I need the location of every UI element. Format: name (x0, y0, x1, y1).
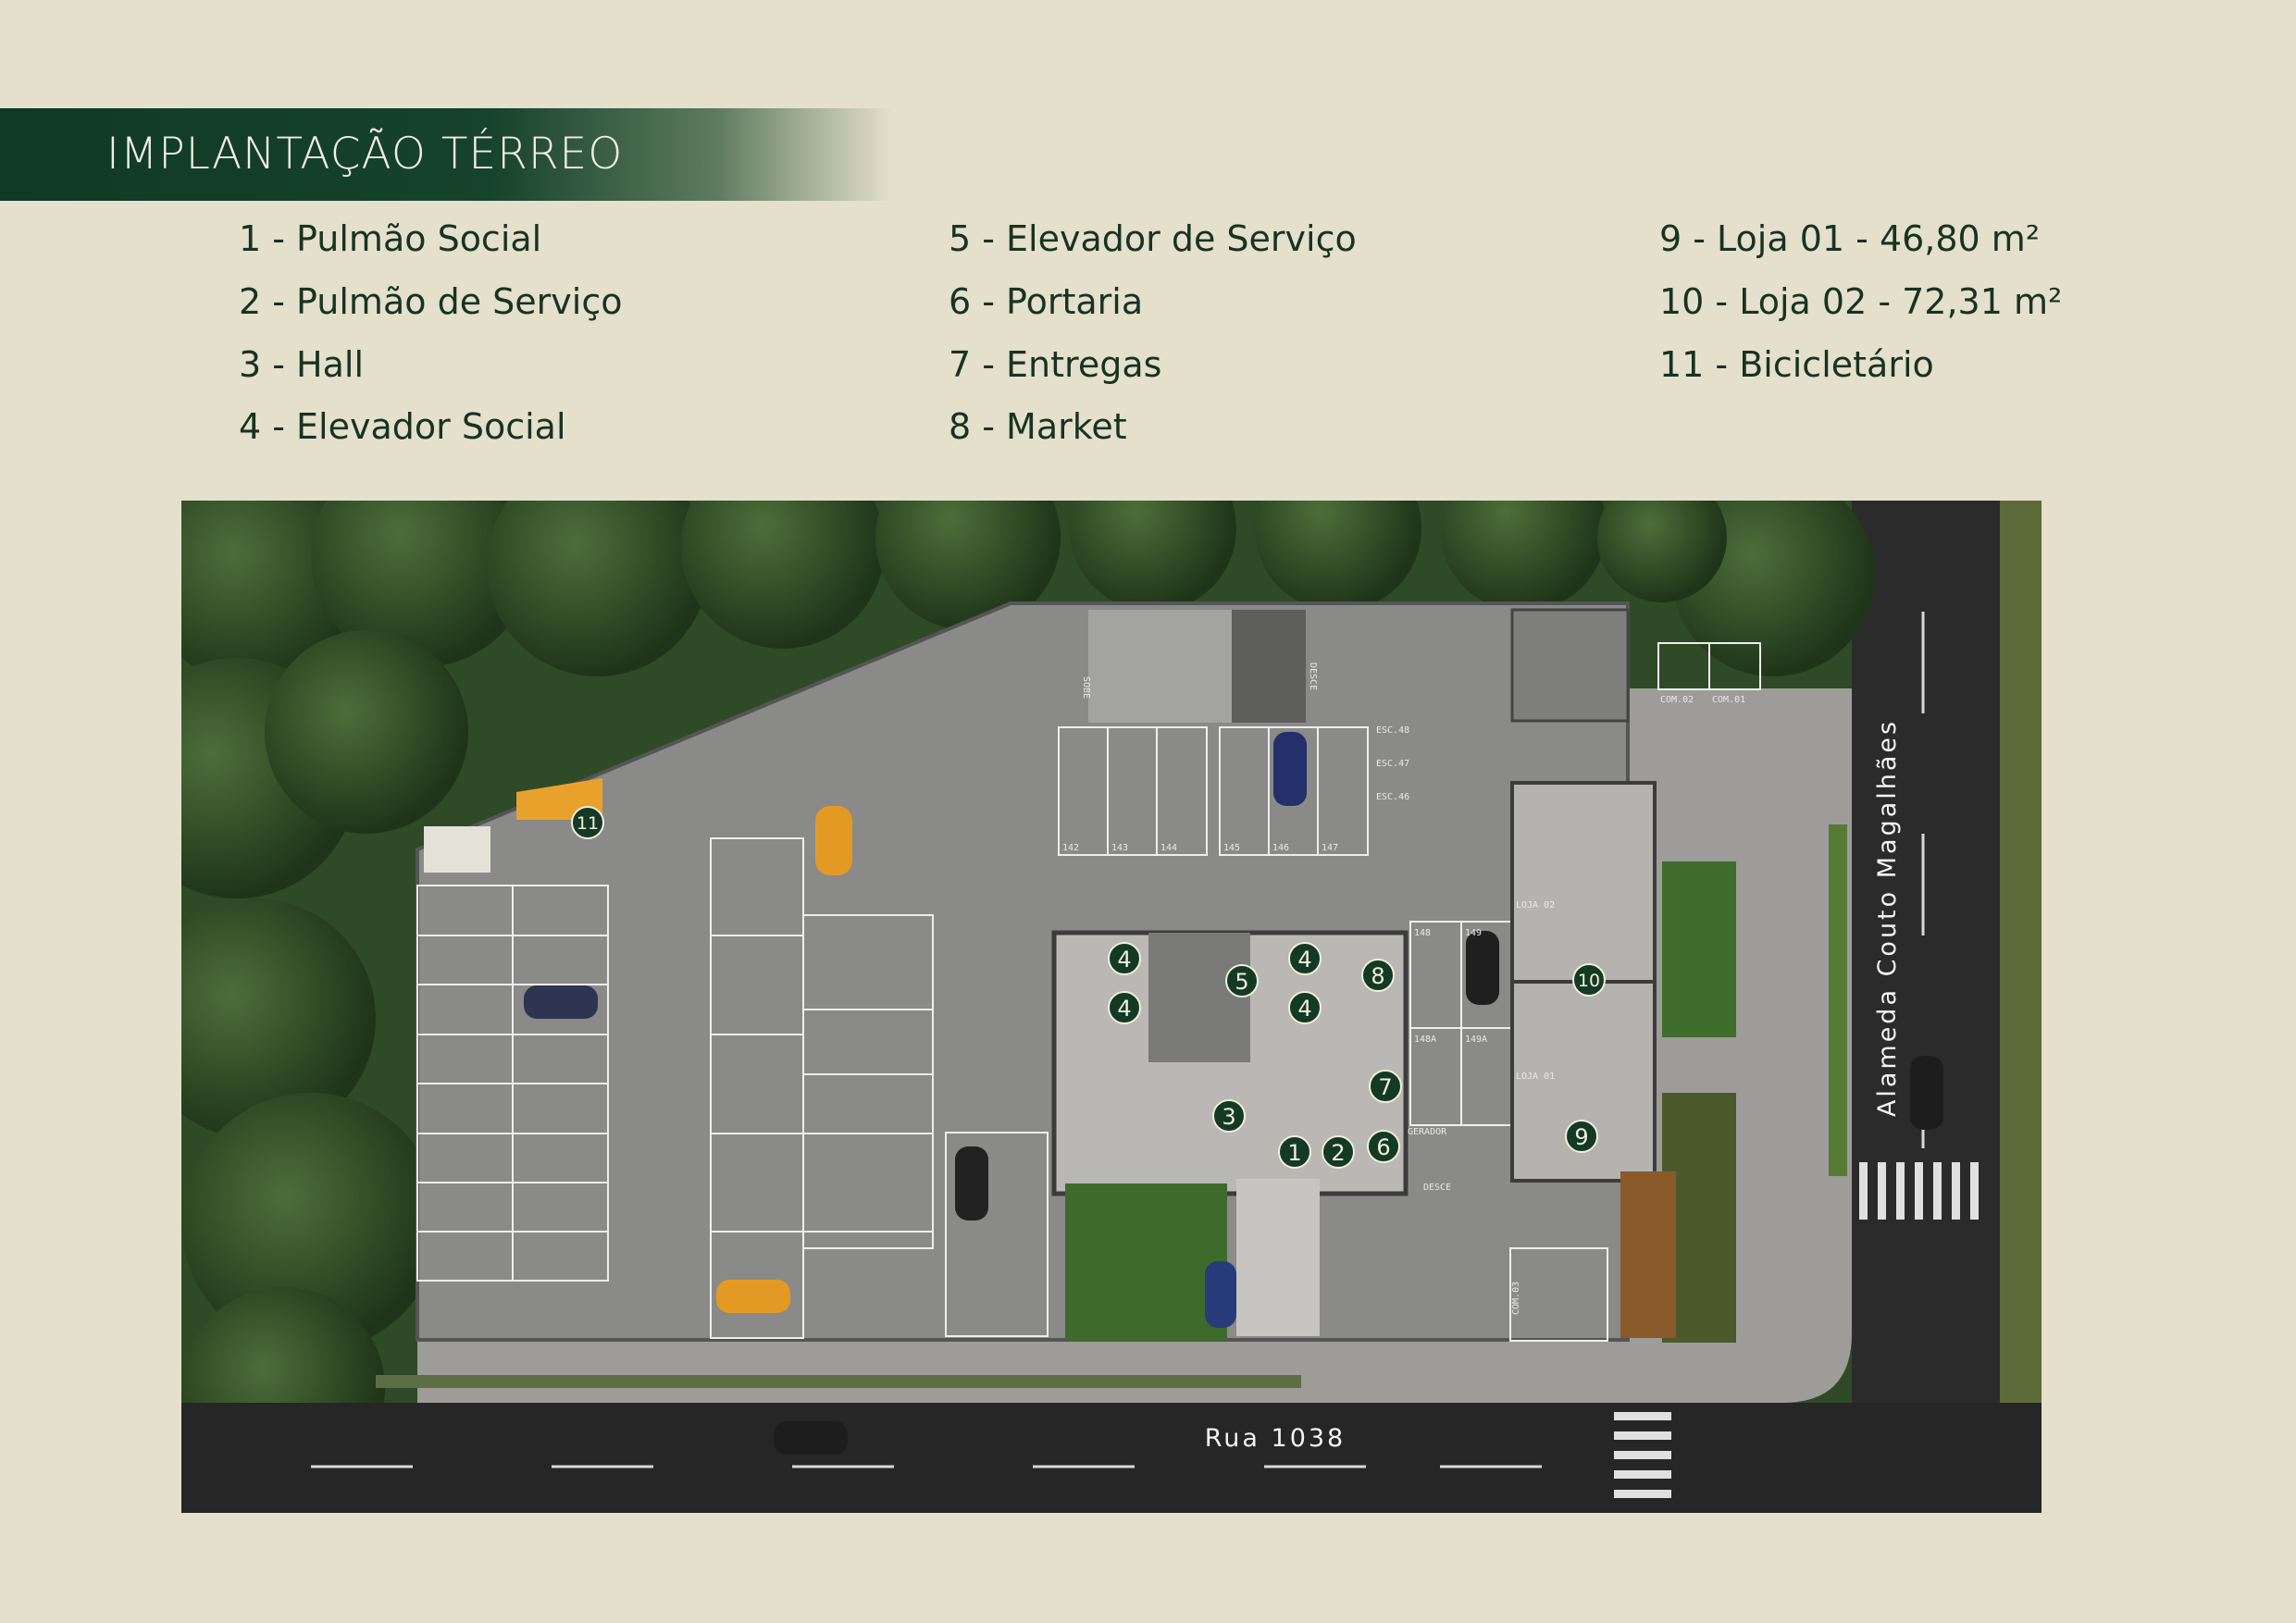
label-com02: COM.02 (1660, 695, 1694, 705)
label-stall-144: 144 (1160, 843, 1177, 853)
marker-bicicletario: 11 (571, 806, 604, 839)
site-plan-drawing: SOBE DESCE COM.02 COM.01 COM.03 LOJA 02 … (181, 501, 2042, 1513)
svg-text:11: 11 (577, 813, 599, 834)
marker-elevador-social: 4 (1108, 991, 1141, 1024)
label-esc46: ESC.46 (1376, 792, 1409, 802)
garage-floor (416, 601, 1630, 1342)
label-stall-148a: 148A (1414, 1035, 1436, 1045)
grass-strip (2000, 501, 2042, 1403)
tree (1597, 501, 1727, 602)
ramp-down (1232, 610, 1306, 723)
marker-loja-02: 10 (1572, 963, 1606, 997)
label-stall-142: 142 (1062, 843, 1079, 853)
garden (1662, 861, 1736, 1037)
label-stall-146: 146 (1272, 843, 1289, 853)
label-ramp-down: DESCE (1308, 663, 1318, 690)
svg-text:5: 5 (1235, 969, 1248, 995)
road-rua-1038 (181, 1403, 2042, 1513)
room (1510, 608, 1630, 723)
stair-core (1148, 933, 1250, 1062)
label-loja02: LOJA 02 (1516, 900, 1555, 911)
label-stall-149a: 149A (1465, 1035, 1487, 1045)
flowerbed (1620, 1171, 1676, 1338)
marker-loja-01: 9 (1565, 1120, 1598, 1153)
svg-text:7: 7 (1378, 1074, 1392, 1100)
legend-item: 7 - Entregas (949, 344, 1162, 385)
cars (524, 732, 1943, 1455)
ramp-up (1088, 610, 1232, 723)
garden (1065, 1183, 1227, 1341)
site-plan: SOBE DESCE COM.02 COM.01 COM.03 LOJA 02 … (181, 501, 2042, 1513)
svg-text:2: 2 (1331, 1140, 1345, 1166)
trees (181, 501, 1607, 1491)
street-label-bottom: Rua 1038 (1205, 1424, 1347, 1453)
marker-elevador-social: 4 (1108, 942, 1141, 975)
svg-text:6: 6 (1376, 1134, 1390, 1160)
entrance (1236, 1179, 1320, 1336)
parking-stalls (416, 642, 1761, 1342)
label-stall-145: 145 (1223, 843, 1240, 853)
marker-hall: 3 (1212, 1099, 1246, 1133)
svg-text:4: 4 (1117, 947, 1131, 973)
svg-text:9: 9 (1574, 1124, 1588, 1150)
svg-text:1: 1 (1287, 1140, 1301, 1166)
label-esc48: ESC.48 (1376, 725, 1409, 736)
label-exit-down: DESCE (1423, 1183, 1451, 1193)
road-alameda (1852, 501, 2000, 1403)
legend-item: 5 - Elevador de Serviço (949, 218, 1357, 259)
marker-elevador-social: 4 (1288, 942, 1322, 975)
storage (424, 826, 490, 873)
legend-item: 10 - Loja 02 - 72,31 m² (1659, 281, 2063, 322)
label-com01: COM.01 (1712, 695, 1745, 705)
page-title: IMPLANTAÇÃO TÉRREO (106, 129, 624, 180)
marker-elevador-servico: 5 (1225, 964, 1259, 997)
label-stall-149: 149 (1465, 928, 1482, 938)
label-loja01: LOJA 01 (1516, 1072, 1555, 1082)
legend-item: 4 - Elevador Social (239, 406, 566, 447)
legend-item: 1 - Pulmão Social (239, 218, 542, 259)
hedge (1829, 824, 1847, 1176)
hedge (376, 1375, 1301, 1388)
title-banner: IMPLANTAÇÃO TÉRREO (0, 108, 893, 201)
label-esc47: ESC.47 (1376, 759, 1409, 769)
svg-text:4: 4 (1117, 996, 1131, 1022)
legend-item: 6 - Portaria (949, 281, 1144, 322)
svg-text:8: 8 (1371, 963, 1384, 989)
crosswalk-right (1859, 1162, 1979, 1220)
svg-text:4: 4 (1297, 947, 1311, 973)
svg-text:10: 10 (1578, 971, 1600, 991)
marker-entregas: 7 (1369, 1070, 1402, 1103)
legend-item: 2 - Pulmão de Serviço (239, 281, 623, 322)
label-stall-148: 148 (1414, 928, 1431, 938)
street-label-right: Alameda Couto Magalhães (1873, 719, 1902, 1117)
label-ramp-up: SOBE (1081, 676, 1091, 699)
svg-text:3: 3 (1222, 1104, 1235, 1130)
marker-pulmao-servico: 2 (1322, 1135, 1355, 1169)
legend-item: 3 - Hall (239, 344, 365, 385)
marker-elevador-social: 4 (1288, 991, 1322, 1024)
svg-text:4: 4 (1297, 996, 1311, 1022)
legend-item: 8 - Market (949, 406, 1127, 447)
label-com03: COM.03 (1511, 1282, 1521, 1315)
label-stall-147: 147 (1322, 843, 1338, 853)
marker-portaria: 6 (1367, 1130, 1400, 1163)
legend-item: 9 - Loja 01 - 46,80 m² (1659, 218, 2041, 259)
label-stall-143: 143 (1111, 843, 1128, 853)
legend-item: 11 - Bicicletário (1659, 344, 1934, 385)
plan-labels: SOBE DESCE COM.02 COM.01 COM.03 LOJA 02 … (1062, 663, 1745, 1315)
marker-market: 8 (1361, 959, 1395, 992)
label-gerador: GERADOR (1408, 1127, 1447, 1137)
marker-pulmao-social: 1 (1278, 1135, 1311, 1169)
crosswalk-bottom (1614, 1412, 1671, 1498)
